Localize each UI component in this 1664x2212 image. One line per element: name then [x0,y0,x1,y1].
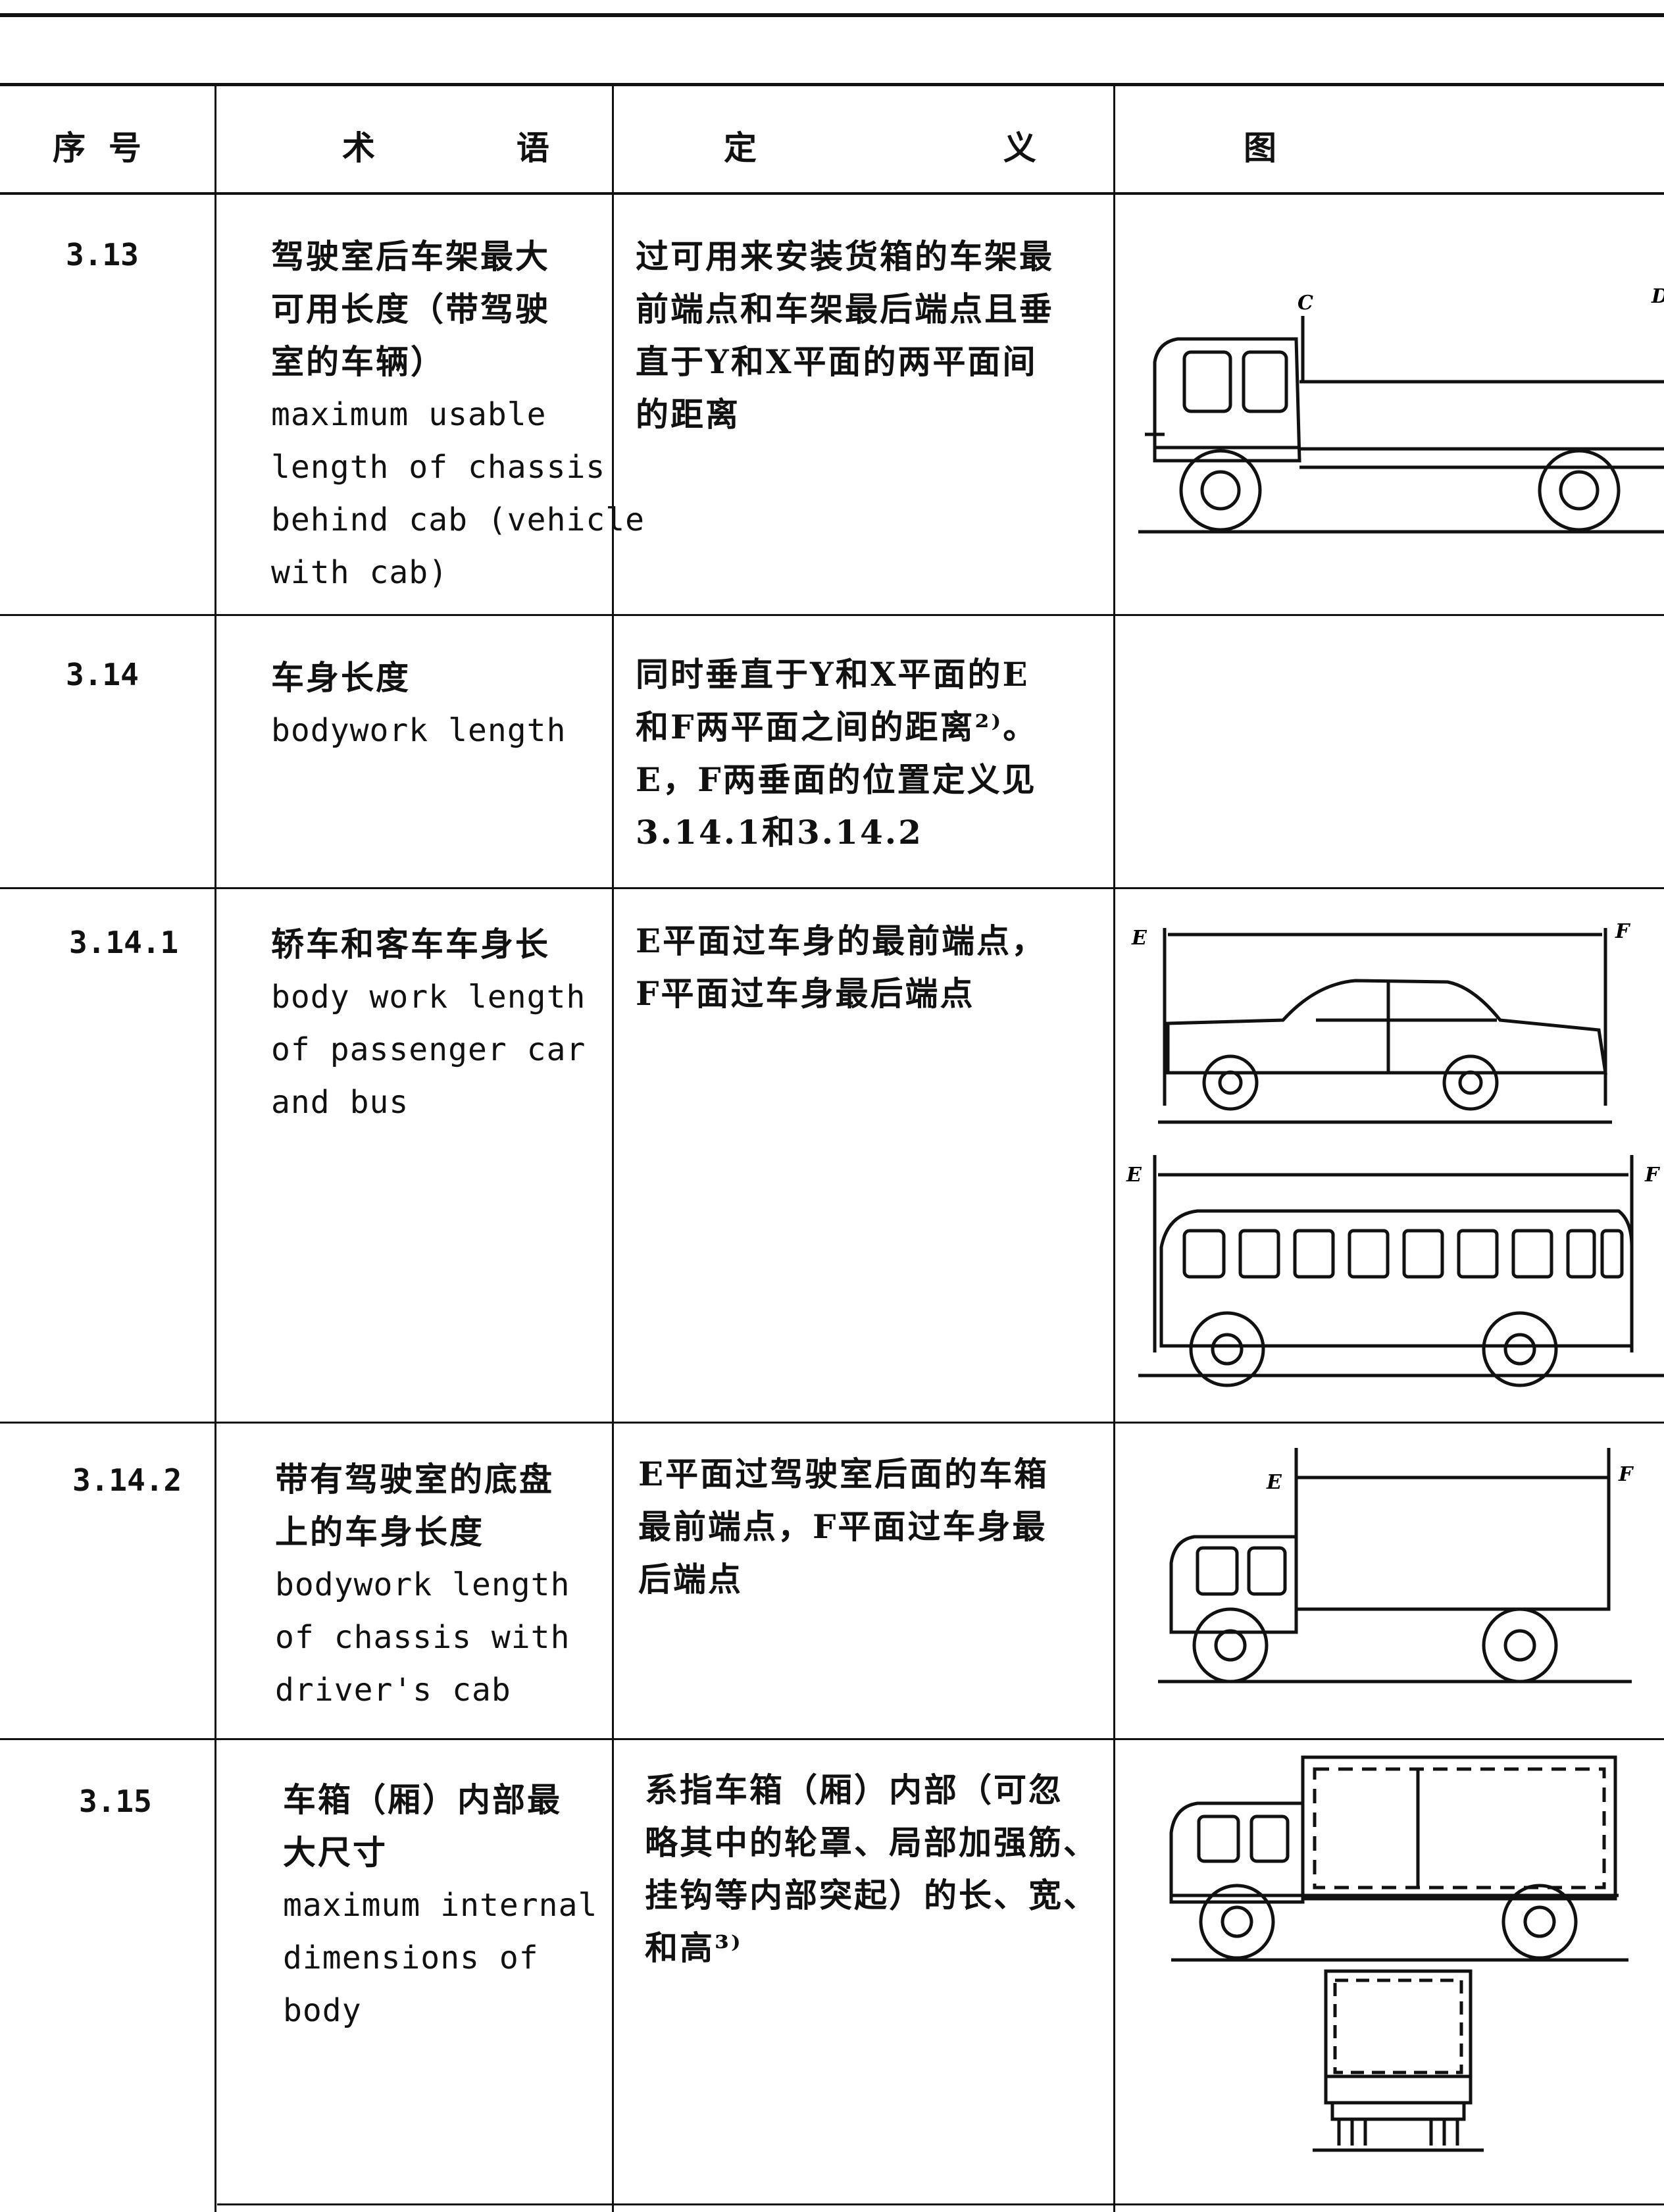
term-cell: 轿车和客车车身长 body work length of passenger c… [271,918,586,1129]
term-zh-line: 轿车和客车车身长 [271,925,550,964]
column-divider [612,86,614,2212]
definition-line: 略其中的轮罩、局部加强筋、 [645,1823,1098,1862]
term-cell: 驾驶室后车架最大 可用长度（带驾驶 室的车辆） maximum usable l… [271,230,645,599]
term-en-line: bodywork length [275,1566,570,1603]
definition-line: 前端点和车架最后端点且垂 [636,290,1054,328]
definition-cell: 同时垂直于Y和X平面的E 和F两平面之间的距离²⁾。 E，F两垂面的位置定义见 … [636,648,1038,859]
row-number: 3.13 [66,237,139,272]
term-zh-line: 车身长度 [271,658,411,697]
term-en-line: with cab) [271,554,449,591]
definition-cell: E平面过车身的最前端点， F平面过车身最后端点 [636,915,1046,1020]
definition-line: 过可用来安装货箱的车架最 [636,237,1054,276]
definition-line: 最前端点，F平面过车身最 [638,1507,1047,1546]
term-zh-line: 带有驾驶室的底盘 [275,1460,554,1499]
term-cell: 车身长度 bodywork length [271,652,566,757]
header-no: 序 号 [53,128,141,167]
definition-cell: 过可用来安装货箱的车架最 前端点和车架最后端点且垂 直于Y和X平面的两平面间 的… [636,230,1054,441]
term-zh-line: 驾驶室后车架最大 [271,237,550,276]
row-number: 3.14.2 [72,1462,182,1498]
truck-chassis-figure: C D [1119,276,1664,540]
definition-line: E平面过车身的最前端点， [636,921,1047,960]
term-en-line: bodywork length [271,712,567,749]
cargo-body-rear-figure [1313,1958,1484,2155]
term-en-line: and bus [271,1084,409,1121]
term-en-line: body work length [271,979,586,1016]
definition-line: 直于Y和X平面的两平面间 [636,342,1038,381]
header-term: 术 语 [342,128,549,167]
definition-line: 后端点 [638,1560,743,1599]
term-zh-line: 可用长度（带驾驶 [271,290,550,328]
definition-line: 同时垂直于Y和X平面的E [636,655,1030,694]
header-bottom-rule [0,192,1664,195]
header-top-rule [0,83,1664,86]
car-bodywork-figure: E F [1119,908,1664,1145]
term-en-line: driver's cab [275,1672,511,1709]
definition-line: E平面过驾驶室后面的车箱 [638,1454,1049,1493]
term-en-line: maximum internal [283,1887,598,1924]
term-en-line: of chassis with [275,1619,570,1656]
row-divider [0,1738,1664,1740]
term-cell: 带有驾驶室的底盘 上的车身长度 bodywork length of chass… [275,1453,570,1716]
row-divider [0,1422,1664,1424]
term-zh-line: 大尺寸 [283,1833,388,1872]
definition-line: 和F两平面之间的距离²⁾。 [636,707,1038,746]
header-definition: 定 义 [724,128,1036,167]
definition-line: 3.14.1和3.14.2 [636,813,923,852]
row-divider [0,887,1664,889]
term-en-line: body [283,1992,362,2029]
term-zh-line: 车箱（厢）内部最 [283,1780,562,1819]
term-cell: 车箱（厢）内部最 大尺寸 maximum internal dimensions… [283,1774,597,2037]
term-en-line: behind cab (vehicle [271,502,645,538]
definition-line: 系指车箱（厢）内部（可忽 [645,1770,1063,1809]
header-figure: 图 示 [1244,128,1276,167]
definition-line: 的距离 [636,395,740,434]
figure-label-e: E [1266,1471,1282,1494]
term-zh-line: 上的车身长度 [275,1512,484,1551]
term-zh-line: 室的车辆） [271,342,445,381]
bottom-rule [217,2203,1664,2205]
term-en-line: maximum usable [271,396,547,433]
top-rule [0,13,1664,17]
cargo-body-side-figure [1158,1751,1632,1968]
figure-label-e: E [1131,927,1147,950]
row-number: 3.14.1 [69,925,179,960]
bus-bodywork-figure: E F [1119,1148,1664,1392]
figure-label-c: C [1298,292,1313,315]
definition-line: 挂钩等内部突起）的长、宽、 [645,1876,1098,1915]
row-number: 3.15 [79,1784,152,1819]
figure-label-d: D [1651,285,1664,308]
row-number: 3.14 [66,657,139,692]
chassis-cab-bodywork-figure: E F [1145,1435,1645,1698]
column-divider [1113,86,1115,2212]
term-en-line: of passenger car [271,1031,586,1068]
figure-label-f: F [1615,920,1631,943]
definition-line: 和高³⁾ [645,1928,743,1967]
definition-cell: E平面过驾驶室后面的车箱 最前端点，F平面过车身最 后端点 [638,1448,1049,1606]
figure-label-f: F [1618,1463,1634,1486]
definition-line: F平面过车身最后端点 [636,974,975,1013]
column-divider [214,86,216,2212]
figure-label-f: F [1644,1164,1661,1187]
definition-line: E，F两垂面的位置定义见 [636,760,1037,799]
definition-cell: 系指车箱（厢）内部（可忽 略其中的轮罩、局部加强筋、 挂钩等内部突起）的长、宽、… [645,1764,1098,1974]
row-divider [0,614,1664,616]
term-en-line: dimensions of [283,1940,539,1976]
figure-label-e: E [1126,1164,1142,1187]
term-en-line: length of chassis [271,449,606,486]
